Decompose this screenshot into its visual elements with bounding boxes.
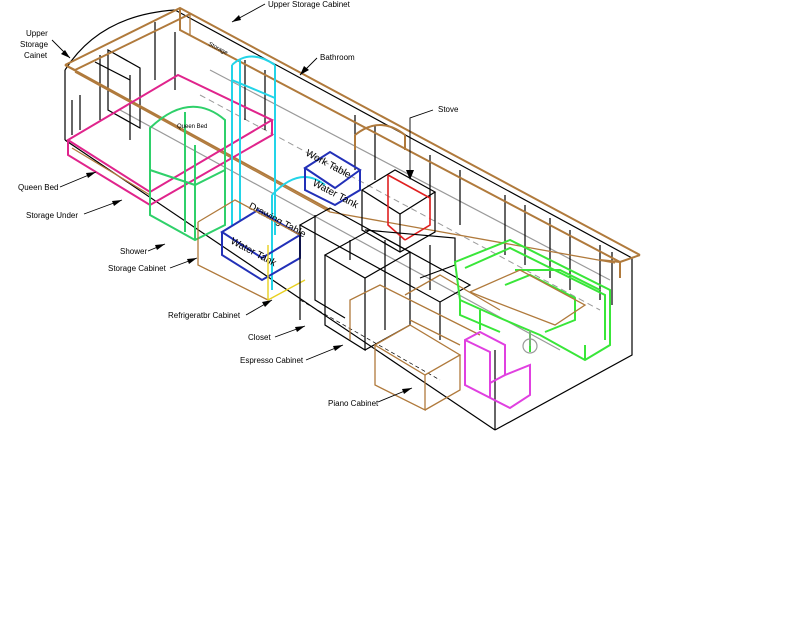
queen-bed [66, 73, 275, 207]
shower-label: Shower [120, 247, 147, 256]
piano-cabinet-frame [404, 274, 501, 346]
label-piano-cabinet: Piano Cabinet [328, 387, 413, 408]
piano [464, 330, 531, 410]
upper-storage-cabinet-label: Upper Storage Cabinet [268, 0, 351, 9]
label-closet: Closet [248, 325, 306, 342]
upper-storage-cainet-label-line3: Cainet [24, 51, 48, 60]
water-tank-upper [303, 150, 362, 207]
stove [360, 169, 456, 290]
label-refrigerator-cabinet: Refrigeratbr Cabinet [168, 299, 273, 320]
label-bathroom: Bathroom [299, 53, 355, 76]
label-upper-storage-cabinet: Upper Storage Cabinet [231, 0, 351, 23]
upper-storage-cainet-label-line1: Upper [26, 29, 48, 38]
queen-bed-label: Queen Bed [18, 183, 58, 192]
storage-under-label: Storage Under [26, 211, 78, 220]
upper-storage-cainet-label-line2: Storage [20, 40, 49, 49]
dinette-table [453, 238, 611, 362]
bathroom [231, 55, 326, 290]
label-stove: Stove [406, 105, 459, 180]
queen-bed-inline-label: Queen Bed [177, 124, 207, 130]
label-espresso-cabinet: Espresso Cabinet [240, 344, 344, 365]
bathroom-label: Bathroom [320, 53, 355, 62]
refrigerator-cabinet-label: Refrigeratbr Cabinet [168, 311, 241, 320]
piano-cabinet-label: Piano Cabinet [328, 399, 379, 408]
vehicle-frame [64, 9, 633, 431]
label-storage-under: Storage Under [26, 199, 123, 220]
stove-label: Stove [438, 105, 459, 114]
storage-cabinet-label: Storage Cabinet [108, 264, 167, 273]
label-queen-bed: Queen Bed [18, 171, 97, 192]
espresso-cabinet [349, 284, 481, 412]
label-upper-storage-cainet: Upper Storage Cainet [20, 29, 71, 60]
closet-label: Closet [248, 333, 271, 342]
label-shower: Shower [120, 243, 166, 256]
upper-cabinet-inline-label: Storage [207, 41, 229, 56]
storage-cabinet [197, 199, 306, 301]
label-storage-cabinet: Storage Cabinet [108, 257, 198, 273]
shower-stall: Queen Bed [149, 105, 226, 242]
central-cabinets [298, 207, 472, 381]
espresso-cabinet-label: Espresso Cabinet [240, 356, 304, 365]
